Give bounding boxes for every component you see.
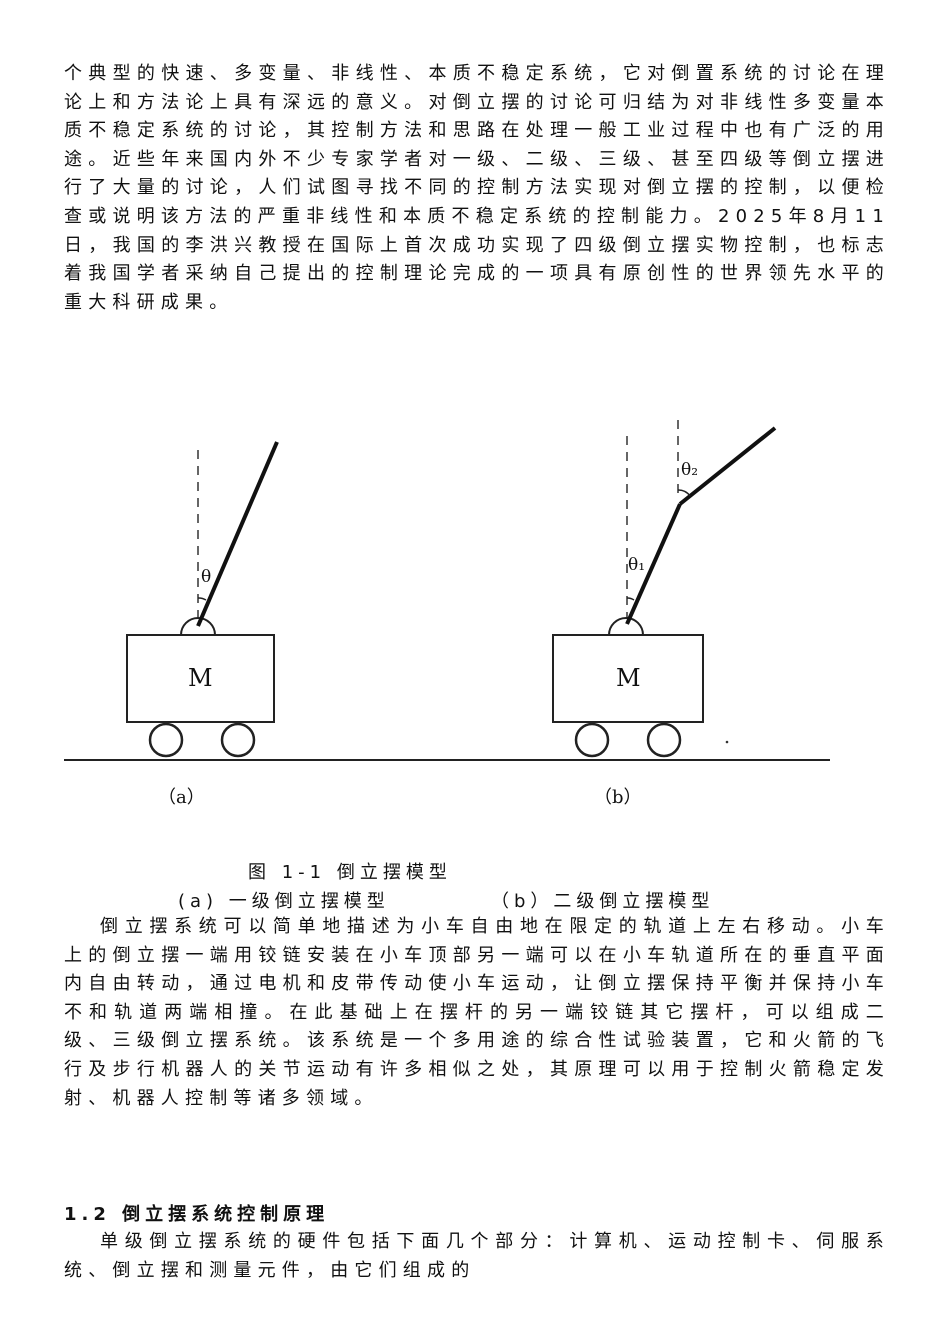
cart-body: [126, 634, 275, 723]
hardware-paragraph: 单级倒立摆系统的硬件包括下面几个部分：计算机、运动控制卡、伺服系统、倒立摆和测量…: [64, 1231, 890, 1281]
description-paragraph: 倒立摆系统可以简单地描述为小车自由地在限定的轨道上左右移动。小车上的倒立摆一端用…: [64, 916, 890, 1109]
cart-label: M: [188, 664, 213, 692]
hinge: [608, 617, 644, 636]
angle-arc-1: [626, 597, 635, 601]
double-pendulum-model: θ₁ θ₂ M （b）: [552, 420, 777, 808]
single-pendulum-model: θ M （a）: [126, 441, 279, 808]
angle-arc-2: [677, 489, 691, 497]
inverted-pendulum-figure: θ M （a） θ₁ θ₂ M （b）: [64, 420, 830, 808]
pendulum-rod-2: [678, 426, 777, 506]
pendulum-rod: [196, 441, 279, 627]
section-heading: 1.2 倒立摆系统控制原理: [64, 1204, 330, 1225]
figure-subcaption-a: (a) 一级倒立摆模型: [178, 891, 390, 912]
figure-caption: 图 1-1 倒立摆模型: [248, 862, 452, 883]
pendulum-rod-1: [625, 503, 682, 625]
intro-paragraph: 个典型的快速、多变量、非线性、本质不稳定系统，它对倒置系统的讨论在理论上和方法论…: [64, 63, 890, 313]
hinge: [180, 617, 216, 636]
angle-label-2: θ₂: [681, 460, 698, 480]
wheel: [574, 722, 610, 758]
angle-label-1: θ₁: [628, 555, 645, 575]
subfigure-label-a: （a）: [158, 787, 205, 808]
cart-label: M: [616, 664, 641, 692]
angle-arc: [197, 597, 207, 601]
wheel: [148, 722, 184, 758]
wheel: [646, 722, 682, 758]
angle-label: θ: [201, 567, 211, 587]
subfigure-label-b: （b）: [594, 787, 642, 808]
cart-body: [552, 634, 704, 723]
wheel: [220, 722, 256, 758]
figure-subcaption-b: （b）二级倒立摆模型: [491, 891, 715, 912]
